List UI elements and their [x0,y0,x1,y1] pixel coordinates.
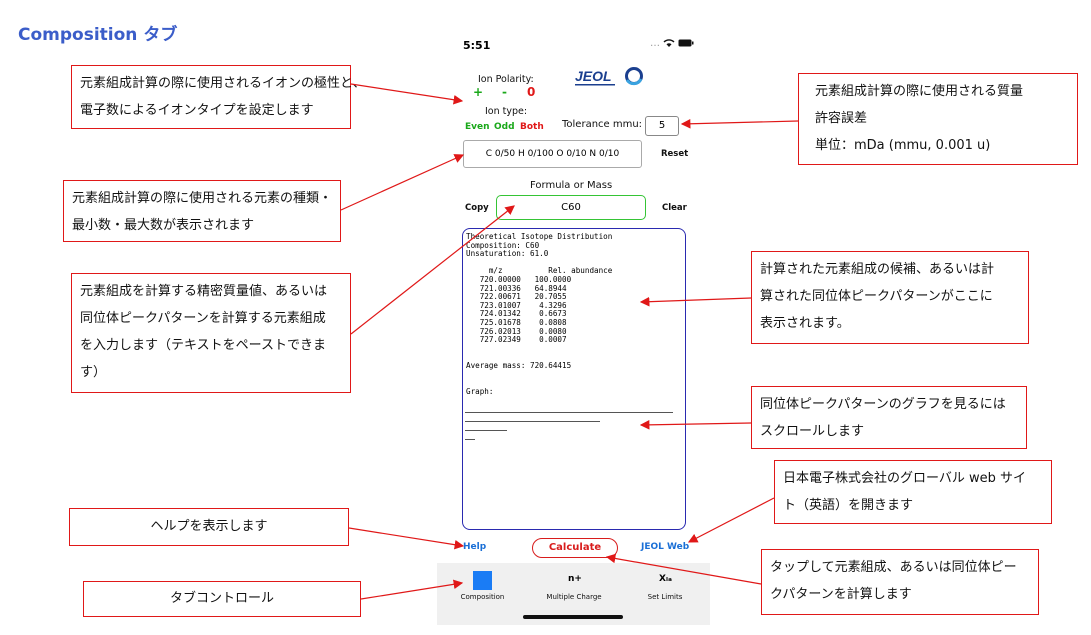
clear-button[interactable]: Clear [662,203,687,213]
callout-tolerance: 元素組成計算の際に使用される質量 許容誤差 単位：mDa (mmu, 0.001… [798,73,1078,165]
graph-bar [465,412,673,413]
callout-text: ト（英語）を開きます [783,498,914,513]
ion-polarity-label: Ion Polarity: [478,74,534,85]
wifi-icon [663,38,675,47]
jeol-web-link[interactable]: JEOL Web [641,542,690,552]
polarity-plus-button[interactable]: + [473,85,484,99]
tab-composition[interactable]: Composition [460,593,505,601]
arrow-polarity [350,83,464,105]
callout-text: 同位体ピークパターンのグラフを見るには [760,397,1006,412]
calculate-button[interactable]: Calculate [532,538,618,558]
battery-icon [678,39,694,47]
arrow-result [639,296,752,307]
ion-odd-button[interactable]: Odd [494,122,515,132]
phone-screen [437,32,710,624]
set-limits-tab-icon: Xₗₐ [659,574,673,584]
arrow-elements [340,154,465,211]
multiple-charge-tab-icon: n+ [568,574,582,584]
jeol-logo: JEOL [575,66,645,88]
help-link[interactable]: Help [463,542,487,552]
graph-bar [465,421,600,422]
page-title: Composition タブ [18,25,178,45]
callout-text: 元素組成計算の際に使用される元素の種類・ [72,191,333,206]
callout-formula: 元素組成を計算する精密質量値、あるいは 同位体ピークパターンを計算する元素組成 … [71,273,351,393]
callout-text: を入力します（テキストをペーストできま [80,338,326,353]
ion-even-button[interactable]: Even [465,122,490,132]
copy-button[interactable]: Copy [465,203,489,213]
graph-bar [465,439,475,440]
tolerance-label: Tolerance mmu: [562,119,643,130]
formula-input[interactable]: C60 [496,195,646,220]
callout-web: 日本電子株式会社のグローバル web サイ ト（英語）を開きます [774,460,1052,524]
callout-text: 最小数・最大数が表示されます [72,218,255,233]
tab-set-limits[interactable]: Set Limits [647,593,683,601]
result-text-area[interactable]: Theoretical Isotope Distribution Composi… [462,228,686,530]
arrow-calculate [605,553,762,585]
callout-text: スクロールします [760,424,865,439]
callout-calculate: タップして元素組成、あるいは同位体ピー クパターンを計算します [761,549,1039,615]
callout-tabs: タブコントロール [83,581,361,617]
arrow-tabs [360,579,464,600]
svg-text:JEOL: JEOL [575,68,612,84]
callout-text: タップして元素組成、あるいは同位体ピー [770,560,1017,575]
callout-text: 同位体ピークパターンを計算する元素組成 [80,311,326,326]
reset-button[interactable]: Reset [661,149,689,159]
composition-tab-icon [473,571,492,590]
callout-text: 単位：mDa (mmu, 0.001 u) [815,138,991,153]
callout-text: 日本電子株式会社のグローバル web サイ [783,471,1027,486]
tolerance-input[interactable]: 5 [645,116,679,136]
tab-multiple-charge[interactable]: Multiple Charge [546,593,602,601]
arrow-scroll [639,420,752,430]
arrow-web [687,497,775,543]
callout-help: ヘルプを表示します [69,508,349,546]
callout-text: 計算された元素組成の候補、あるいは計 [760,262,995,277]
callout-polarity: 元素組成計算の際に使用されるイオンの極性と、 電子数によるイオンタイプを設定しま… [71,65,366,129]
callout-result: 計算された元素組成の候補、あるいは計 算された同位体ピークパターンがここに 表示… [751,251,1029,344]
callout-text: す） [80,365,107,380]
graph-bar [465,430,507,431]
callout-text: 表示されます。 [760,316,850,331]
callout-text: 元素組成計算の際に使用されるイオンの極性と、 [80,76,366,91]
status-icons: … [650,38,694,49]
arrow-formula [350,205,515,335]
arrow-help [348,527,465,550]
callout-text: クパターンを計算します [770,587,912,602]
ion-type-label: Ion type: [485,106,528,117]
status-time: 5:51 [463,39,491,52]
callout-text: 電子数によるイオンタイプを設定します [80,103,314,118]
polarity-minus-button[interactable]: - [502,85,507,99]
home-indicator [523,615,623,619]
callout-text: 算された同位体ピークパターンがここに [760,289,993,304]
arrow-tolerance [680,118,799,129]
callout-scroll: 同位体ピークパターンのグラフを見るには スクロールします [751,386,1027,449]
formula-label: Formula or Mass [530,180,613,191]
ion-both-button[interactable]: Both [520,122,544,132]
callout-text: 許容誤差 [815,111,868,126]
polarity-zero-button[interactable]: 0 [527,85,536,99]
element-ranges-field[interactable]: C 0/50 H 0/100 O 0/10 N 0/10 [463,140,642,168]
callout-elements: 元素組成計算の際に使用される元素の種類・ 最小数・最大数が表示されます [63,180,341,242]
callout-text: 元素組成を計算する精密質量値、あるいは [80,284,328,299]
callout-text: 元素組成計算の際に使用される質量 [815,84,1024,99]
